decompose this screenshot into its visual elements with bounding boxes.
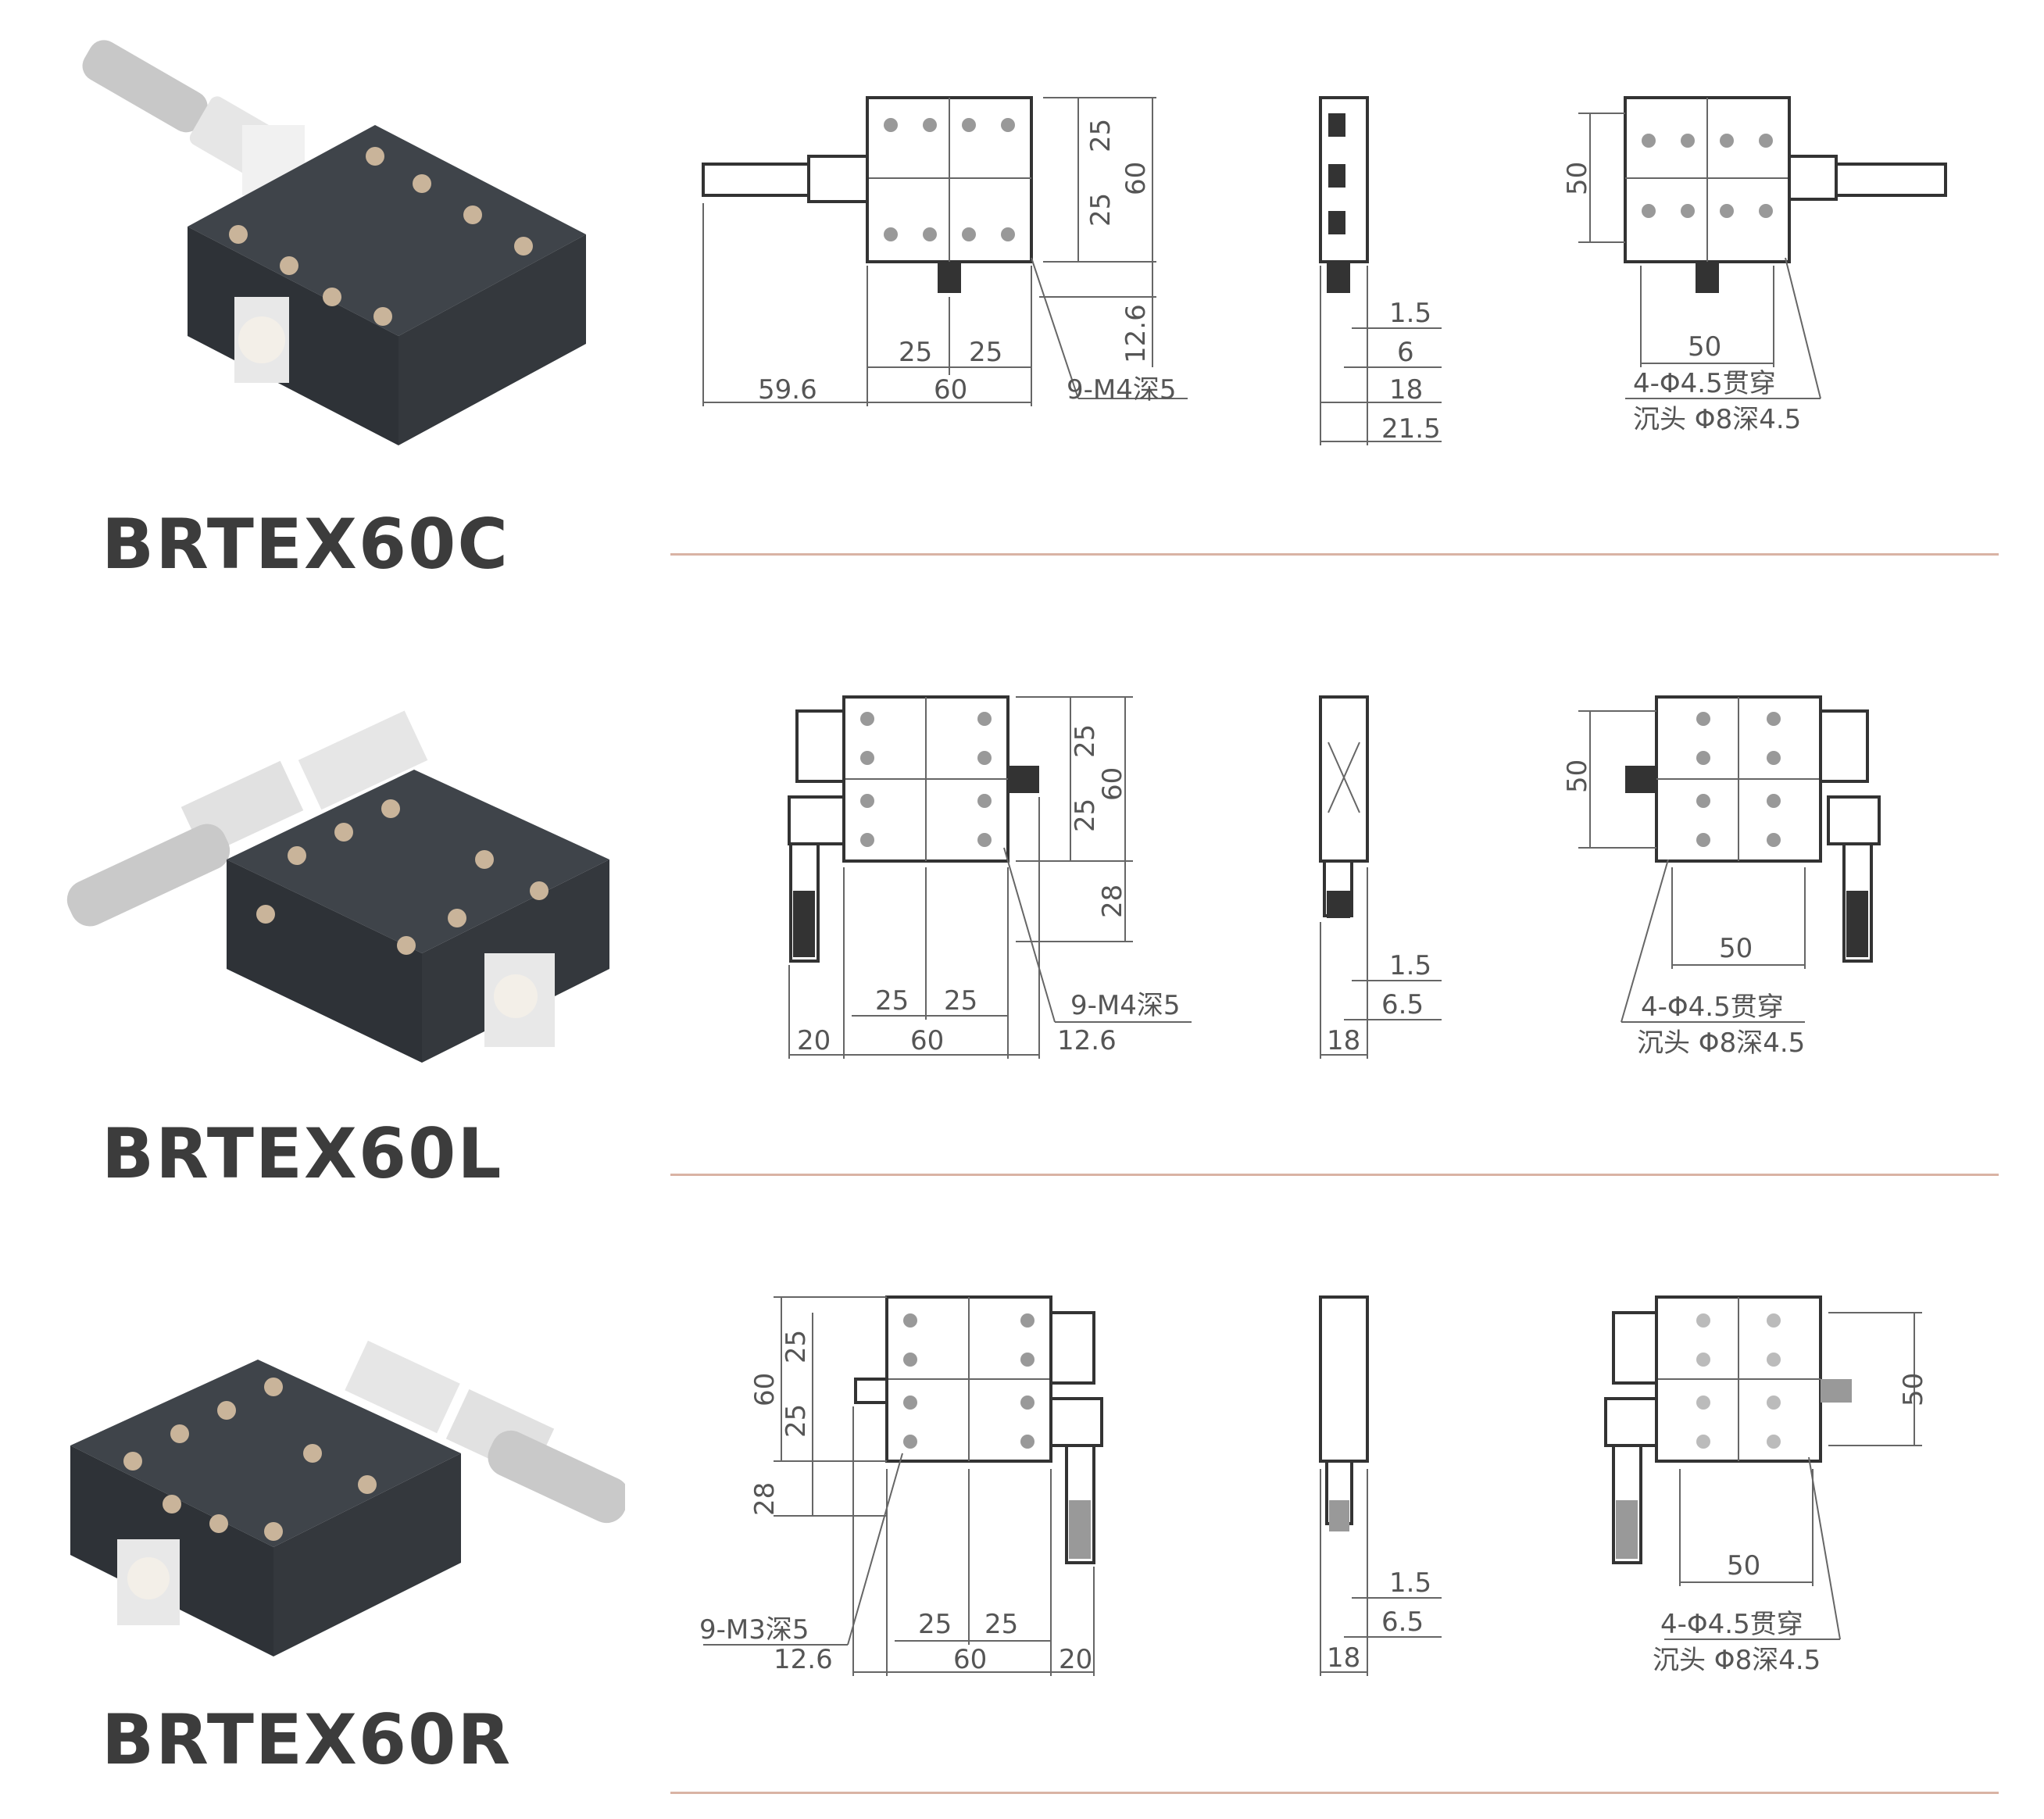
separator-line [670,553,1999,556]
dim-label: 50 [1727,1550,1760,1581]
model-name: BRTEX60R [102,1699,513,1780]
dim-label: 28 [1097,884,1128,918]
dim-label: 20 [1059,1644,1092,1675]
top-view: 60 25 25 28 25 25 12.6 60 20 9-M3深5 [699,1295,1103,1676]
dim-label: 25 [1070,724,1101,758]
dim-label: 25 [1085,119,1117,152]
hole-callout: 沉头 Φ8深4.5 [1633,404,1801,435]
separator-line [670,1174,1999,1176]
dim-label: 18 [1389,374,1423,406]
technical-drawing-brtex60l: 25 25 60 28 25 25 20 60 12.6 9-M4深5 1.5 … [788,695,1881,1059]
hole-callout: 沉头 Φ8深4.5 [1653,1645,1821,1676]
dim-label: 25 [781,1404,812,1438]
product-photo-brtex60c [82,40,586,445]
dim-label: 25 [1085,193,1117,227]
product-photo-brtex60l [66,710,609,1063]
dim-label: 60 [1120,162,1152,195]
hole-callout: 沉头 Φ8深4.5 [1637,1027,1805,1059]
dim-label: 21.5 [1381,413,1441,445]
hole-callout: 4-Φ4.5贯穿 [1641,992,1784,1023]
dim-label: 25 [944,985,977,1017]
technical-drawing-brtex60r: 60 25 25 28 25 25 12.6 60 20 9-M3深5 1.5 … [699,1295,1929,1676]
dim-label: 6.5 [1381,1606,1424,1638]
hole-callout: 9-M4深5 [1070,990,1181,1021]
dim-label: 50 [1688,331,1721,363]
model-name: BRTEX60L [102,1113,503,1194]
dim-label: 25 [899,337,932,368]
dim-label: 50 [1562,759,1593,793]
dim-label: 60 [749,1373,781,1406]
dim-label: 59.6 [758,374,817,406]
dim-label: 60 [934,374,967,406]
dim-label: 25 [918,1609,952,1640]
product-row-3: BRTEX60R 60 25 25 28 25 25 [0,1219,2044,1819]
side-view: 1.5 6.5 18 [1319,695,1442,1059]
dim-label: 50 [1898,1373,1929,1406]
dim-label: 60 [953,1644,987,1675]
bottom-view: 50 50 4-Φ4.5贯穿 沉头 Φ8深4.5 [1562,96,1947,435]
dim-label: 18 [1327,1025,1360,1056]
dim-label: 25 [781,1330,812,1363]
product-row-2: BRTEX60L 25 25 60 28 25 25 [0,609,2044,1219]
separator-line [670,1792,1999,1794]
dim-label: 25 [875,985,909,1017]
hole-callout: 9-M3深5 [699,1614,809,1646]
model-name: BRTEX60C [102,504,509,584]
product-row-1: BRTEX60C 25 25 60 25 25 12.6 59.6 60 [0,0,2044,609]
dim-label: 6 [1397,337,1414,368]
dim-label: 25 [984,1609,1018,1640]
bottom-view: 50 50 4-Φ4.5贯穿 沉头 Φ8深4.5 [1562,695,1881,1059]
dim-label: 18 [1327,1642,1360,1674]
dim-label: 12.6 [1120,304,1152,363]
technical-drawing-brtex60c: 25 25 60 25 25 12.6 59.6 60 9-M4深5 1.5 6… [702,96,1947,445]
dim-label: 1.5 [1389,1567,1431,1599]
dim-label: 12.6 [1057,1025,1117,1056]
hole-callout: 9-M4深5 [1067,374,1177,406]
dim-label: 20 [797,1025,831,1056]
product-photo-brtex60r [70,1340,625,1656]
side-view: 1.5 6.5 18 [1319,1295,1442,1676]
dim-label: 60 [1097,767,1128,801]
side-view: 1.5 6 18 21.5 [1319,96,1442,445]
dim-label: 1.5 [1389,950,1431,981]
dim-label: 28 [749,1482,781,1516]
dim-label: 50 [1562,162,1593,195]
dim-label: 6.5 [1381,989,1424,1020]
dim-label: 1.5 [1389,298,1431,329]
hole-callout: 4-Φ4.5贯穿 [1633,368,1776,399]
hole-callout: 4-Φ4.5贯穿 [1660,1609,1803,1640]
dim-label: 50 [1719,933,1753,964]
dim-label: 12.6 [774,1644,833,1675]
dim-label: 25 [969,337,1002,368]
top-view: 25 25 60 25 25 12.6 59.6 60 9-M4深5 [702,96,1188,406]
top-view: 25 25 60 28 25 25 20 60 12.6 9-M4深5 [788,695,1192,1059]
bottom-view: 50 50 4-Φ4.5贯穿 沉头 Φ8深4.5 [1604,1295,1929,1676]
dim-label: 25 [1070,799,1101,832]
dim-label: 60 [910,1025,944,1056]
